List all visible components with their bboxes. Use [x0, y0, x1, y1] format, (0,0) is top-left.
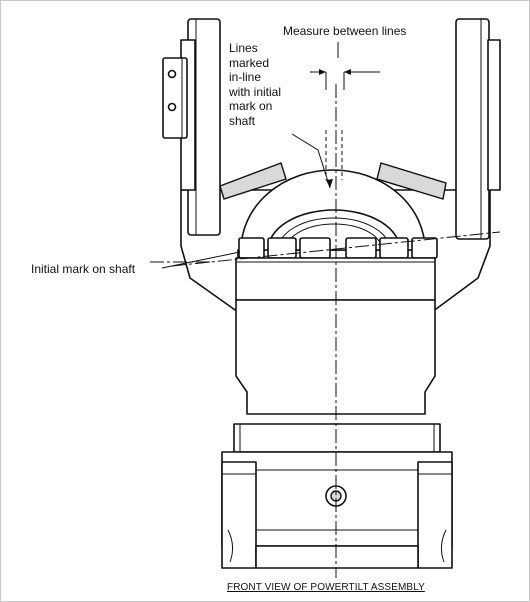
lines-marked-line: mark on — [229, 99, 273, 113]
left-tilt-arm — [219, 162, 287, 200]
base-left-lug — [221, 461, 257, 569]
lines-marked-label: Lines marked in-line with initial mark o… — [229, 41, 281, 128]
figure-caption: FRONT VIEW OF POWERTILT ASSEMBLY — [227, 582, 425, 593]
lines-marked-line: marked — [229, 55, 270, 70]
base-right-lug — [417, 461, 453, 569]
lines-marked-line: in-line — [229, 70, 262, 84]
right-wheel-inner — [487, 39, 501, 191]
lines-marked-line: shaft — [229, 113, 256, 128]
initial-mark-on-shaft-label: Initial mark on shaft — [31, 262, 136, 276]
right-wheel-plate — [455, 18, 490, 240]
neck — [233, 423, 441, 453]
right-tilt-arm — [376, 162, 447, 200]
left-bracket — [162, 57, 188, 139]
measure-between-lines-label: Measure between lines — [283, 24, 407, 38]
lines-marked-line: with initial — [229, 84, 282, 99]
lines-marked-line: Lines — [229, 41, 258, 55]
